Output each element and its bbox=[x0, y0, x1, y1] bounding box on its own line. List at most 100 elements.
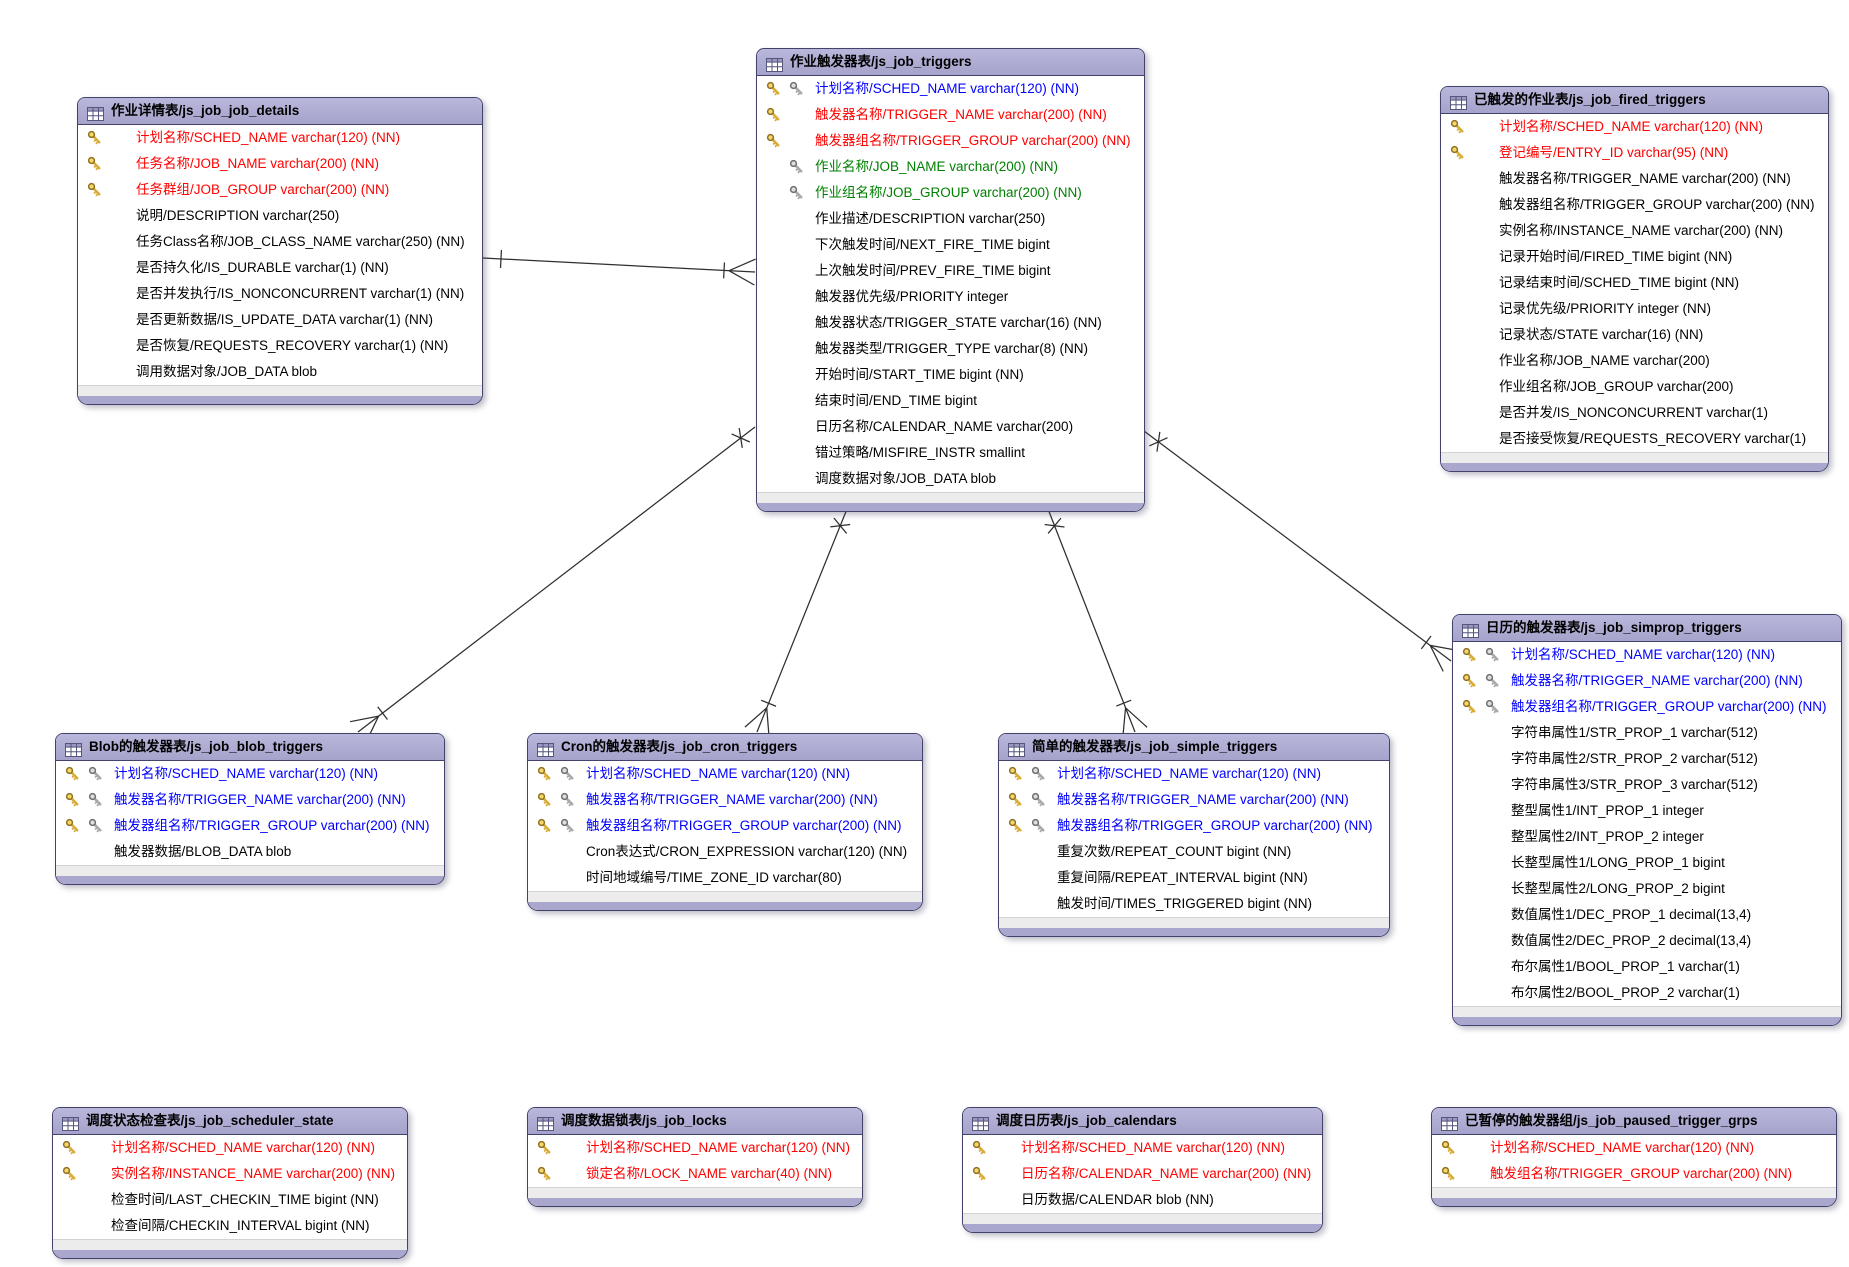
field-row[interactable]: 是否并发执行/IS_NONCONCURRENT varchar(1) (NN) bbox=[78, 281, 482, 307]
field-row[interactable]: 作业名称/JOB_NAME varchar(200) (NN) bbox=[757, 154, 1144, 180]
field-row[interactable]: 是否更新数据/IS_UPDATE_DATA varchar(1) (NN) bbox=[78, 307, 482, 333]
field-row[interactable]: 计划名称/SCHED_NAME varchar(120) (NN) bbox=[1453, 642, 1841, 668]
field-row[interactable]: 是否恢复/REQUESTS_RECOVERY varchar(1) (NN) bbox=[78, 333, 482, 359]
field-row[interactable]: 实例名称/INSTANCE_NAME varchar(200) (NN) bbox=[53, 1161, 407, 1187]
field-row[interactable]: 计划名称/SCHED_NAME varchar(120) (NN) bbox=[78, 125, 482, 151]
field-row[interactable]: 日历名称/CALENDAR_NAME varchar(200) bbox=[757, 414, 1144, 440]
table-header-locks[interactable]: 调度数据锁表/js_job_locks bbox=[528, 1108, 862, 1135]
field-row[interactable]: 作业组名称/JOB_GROUP varchar(200) bbox=[1441, 374, 1828, 400]
table-header-calendars[interactable]: 调度日历表/js_job_calendars bbox=[963, 1108, 1322, 1135]
field-row[interactable]: 触发器组名称/TRIGGER_GROUP varchar(200) (NN) bbox=[1453, 694, 1841, 720]
field-row[interactable]: 实例名称/INSTANCE_NAME varchar(200) (NN) bbox=[1441, 218, 1828, 244]
field-row[interactable]: 计划名称/SCHED_NAME varchar(120) (NN) bbox=[53, 1135, 407, 1161]
table-header-cron-triggers[interactable]: Cron的触发器表/js_job_cron_triggers bbox=[528, 734, 922, 761]
field-row[interactable]: 计划名称/SCHED_NAME varchar(120) (NN) bbox=[1441, 114, 1828, 140]
table-header-scheduler-state[interactable]: 调度状态检查表/js_job_scheduler_state bbox=[53, 1108, 407, 1135]
field-row[interactable]: Cron表达式/CRON_EXPRESSION varchar(120) (NN… bbox=[528, 839, 922, 865]
field-row[interactable]: 日历数据/CALENDAR blob (NN) bbox=[963, 1187, 1322, 1213]
rel-triggers-to-blob-triggers[interactable] bbox=[349, 426, 756, 743]
table-header-simple-triggers[interactable]: 简单的触发器表/js_job_simple_triggers bbox=[999, 734, 1389, 761]
field-row[interactable]: 上次触发时间/PREV_FIRE_TIME bigint bbox=[757, 258, 1144, 284]
rel-triggers-to-simple-triggers[interactable] bbox=[1044, 508, 1148, 737]
field-row[interactable]: 是否接受恢复/REQUESTS_RECOVERY varchar(1) bbox=[1441, 426, 1828, 452]
rel-triggers-to-cron-triggers[interactable] bbox=[744, 508, 851, 737]
field-row[interactable]: 触发器名称/TRIGGER_NAME varchar(200) (NN) bbox=[1441, 166, 1828, 192]
field-row[interactable]: 下次触发时间/NEXT_FIRE_TIME bigint bbox=[757, 232, 1144, 258]
field-row[interactable]: 作业描述/DESCRIPTION varchar(250) bbox=[757, 206, 1144, 232]
field-row[interactable]: 字符串属性3/STR_PROP_3 varchar(512) bbox=[1453, 772, 1841, 798]
field-row[interactable]: 是否并发/IS_NONCONCURRENT varchar(1) bbox=[1441, 400, 1828, 426]
table-header-paused-trigger-grps[interactable]: 已暂停的触发器组/js_job_paused_trigger_grps bbox=[1432, 1108, 1836, 1135]
field-row[interactable]: 日历名称/CALENDAR_NAME varchar(200) (NN) bbox=[963, 1161, 1322, 1187]
field-row[interactable]: 数值属性2/DEC_PROP_2 decimal(13,4) bbox=[1453, 928, 1841, 954]
field-row[interactable]: 时间地域编号/TIME_ZONE_ID varchar(80) bbox=[528, 865, 922, 891]
field-row[interactable]: 触发器组名称/TRIGGER_GROUP varchar(200) (NN) bbox=[56, 813, 444, 839]
field-row[interactable]: 错过策略/MISFIRE_INSTR smallint bbox=[757, 440, 1144, 466]
table-header-blob-triggers[interactable]: Blob的触发器表/js_job_blob_triggers bbox=[56, 734, 444, 761]
field-row[interactable]: 字符串属性1/STR_PROP_1 varchar(512) bbox=[1453, 720, 1841, 746]
field-row[interactable]: 计划名称/SCHED_NAME varchar(120) (NN) bbox=[528, 1135, 862, 1161]
field-row[interactable]: 任务名称/JOB_NAME varchar(200) (NN) bbox=[78, 151, 482, 177]
field-row[interactable]: 整型属性1/INT_PROP_1 integer bbox=[1453, 798, 1841, 824]
field-row[interactable]: 说明/DESCRIPTION varchar(250) bbox=[78, 203, 482, 229]
table-header-job-details[interactable]: 作业详情表/js_job_job_details bbox=[78, 98, 482, 125]
field-row[interactable]: 触发器优先级/PRIORITY integer bbox=[757, 284, 1144, 310]
field-row[interactable]: 计划名称/SCHED_NAME varchar(120) (NN) bbox=[528, 761, 922, 787]
field-row[interactable]: 结束时间/END_TIME bigint bbox=[757, 388, 1144, 414]
field-row[interactable]: 计划名称/SCHED_NAME varchar(120) (NN) bbox=[963, 1135, 1322, 1161]
field-row[interactable]: 触发时间/TIMES_TRIGGERED bigint (NN) bbox=[999, 891, 1389, 917]
field-row[interactable]: 长整型属性1/LONG_PROP_1 bigint bbox=[1453, 850, 1841, 876]
table-header-fired-triggers[interactable]: 已触发的作业表/js_job_fired_triggers bbox=[1441, 87, 1828, 114]
field-row[interactable]: 触发器组名称/TRIGGER_GROUP varchar(200) (NN) bbox=[757, 128, 1144, 154]
field-row[interactable]: 触发器名称/TRIGGER_NAME varchar(200) (NN) bbox=[999, 787, 1389, 813]
field-row[interactable]: 触发器类型/TRIGGER_TYPE varchar(8) (NN) bbox=[757, 336, 1144, 362]
field-row[interactable]: 作业名称/JOB_NAME varchar(200) bbox=[1441, 348, 1828, 374]
field-row[interactable]: 调度数据对象/JOB_DATA blob bbox=[757, 466, 1144, 492]
field-row[interactable]: 触发器数据/BLOB_DATA blob bbox=[56, 839, 444, 865]
field-row[interactable]: 重复间隔/REPEAT_INTERVAL bigint (NN) bbox=[999, 865, 1389, 891]
field-row[interactable]: 记录状态/STATE varchar(16) (NN) bbox=[1441, 322, 1828, 348]
field-row[interactable]: 字符串属性2/STR_PROP_2 varchar(512) bbox=[1453, 746, 1841, 772]
field-row[interactable]: 整型属性2/INT_PROP_2 integer bbox=[1453, 824, 1841, 850]
field-row[interactable]: 检查时间/LAST_CHECKIN_TIME bigint (NN) bbox=[53, 1187, 407, 1213]
field-row[interactable]: 触发器组名称/TRIGGER_GROUP varchar(200) (NN) bbox=[1441, 192, 1828, 218]
field-row[interactable]: 任务Class名称/JOB_CLASS_NAME varchar(250) (N… bbox=[78, 229, 482, 255]
field-row[interactable]: 触发器组名称/TRIGGER_GROUP varchar(200) (NN) bbox=[528, 813, 922, 839]
field-row[interactable]: 触发组名称/TRIGGER_GROUP varchar(200) (NN) bbox=[1432, 1161, 1836, 1187]
field-row[interactable]: 记录优先级/PRIORITY integer (NN) bbox=[1441, 296, 1828, 322]
field-row[interactable]: 计划名称/SCHED_NAME varchar(120) (NN) bbox=[757, 76, 1144, 102]
rel-triggers-to-simprop-triggers[interactable] bbox=[1143, 430, 1459, 672]
field-row[interactable]: 触发器状态/TRIGGER_STATE varchar(16) (NN) bbox=[757, 310, 1144, 336]
table-header-triggers[interactable]: 作业触发器表/js_job_triggers bbox=[757, 49, 1144, 76]
field-row[interactable]: 布尔属性1/BOOL_PROP_1 varchar(1) bbox=[1453, 954, 1841, 980]
field-row[interactable]: 开始时间/START_TIME bigint (NN) bbox=[757, 362, 1144, 388]
field-row[interactable]: 锁定名称/LOCK_NAME varchar(40) (NN) bbox=[528, 1161, 862, 1187]
field-row[interactable]: 记录开始时间/FIRED_TIME bigint (NN) bbox=[1441, 244, 1828, 270]
table-header-simprop-triggers[interactable]: 日历的触发器表/js_job_simprop_triggers bbox=[1453, 615, 1841, 642]
field-row[interactable]: 布尔属性2/BOOL_PROP_2 varchar(1) bbox=[1453, 980, 1841, 1006]
field-row[interactable]: 任务群组/JOB_GROUP varchar(200) (NN) bbox=[78, 177, 482, 203]
field-row[interactable]: 计划名称/SCHED_NAME varchar(120) (NN) bbox=[56, 761, 444, 787]
field-row[interactable]: 检查间隔/CHECKIN_INTERVAL bigint (NN) bbox=[53, 1213, 407, 1239]
field-row[interactable]: 触发器名称/TRIGGER_NAME varchar(200) (NN) bbox=[1453, 668, 1841, 694]
rel-job-details-to-triggers[interactable] bbox=[482, 249, 756, 286]
field-row[interactable]: 计划名称/SCHED_NAME varchar(120) (NN) bbox=[999, 761, 1389, 787]
field-row[interactable]: 数值属性1/DEC_PROP_1 decimal(13,4) bbox=[1453, 902, 1841, 928]
field-row[interactable]: 调用数据对象/JOB_DATA blob bbox=[78, 359, 482, 385]
field-row[interactable]: 是否持久化/IS_DURABLE varchar(1) (NN) bbox=[78, 255, 482, 281]
field-row[interactable]: 触发器组名称/TRIGGER_GROUP varchar(200) (NN) bbox=[999, 813, 1389, 839]
field-row[interactable]: 长整型属性2/LONG_PROP_2 bigint bbox=[1453, 876, 1841, 902]
field-row[interactable]: 重复次数/REPEAT_COUNT bigint (NN) bbox=[999, 839, 1389, 865]
field-row[interactable]: 计划名称/SCHED_NAME varchar(120) (NN) bbox=[1432, 1135, 1836, 1161]
field-row[interactable]: 触发器名称/TRIGGER_NAME varchar(200) (NN) bbox=[528, 787, 922, 813]
